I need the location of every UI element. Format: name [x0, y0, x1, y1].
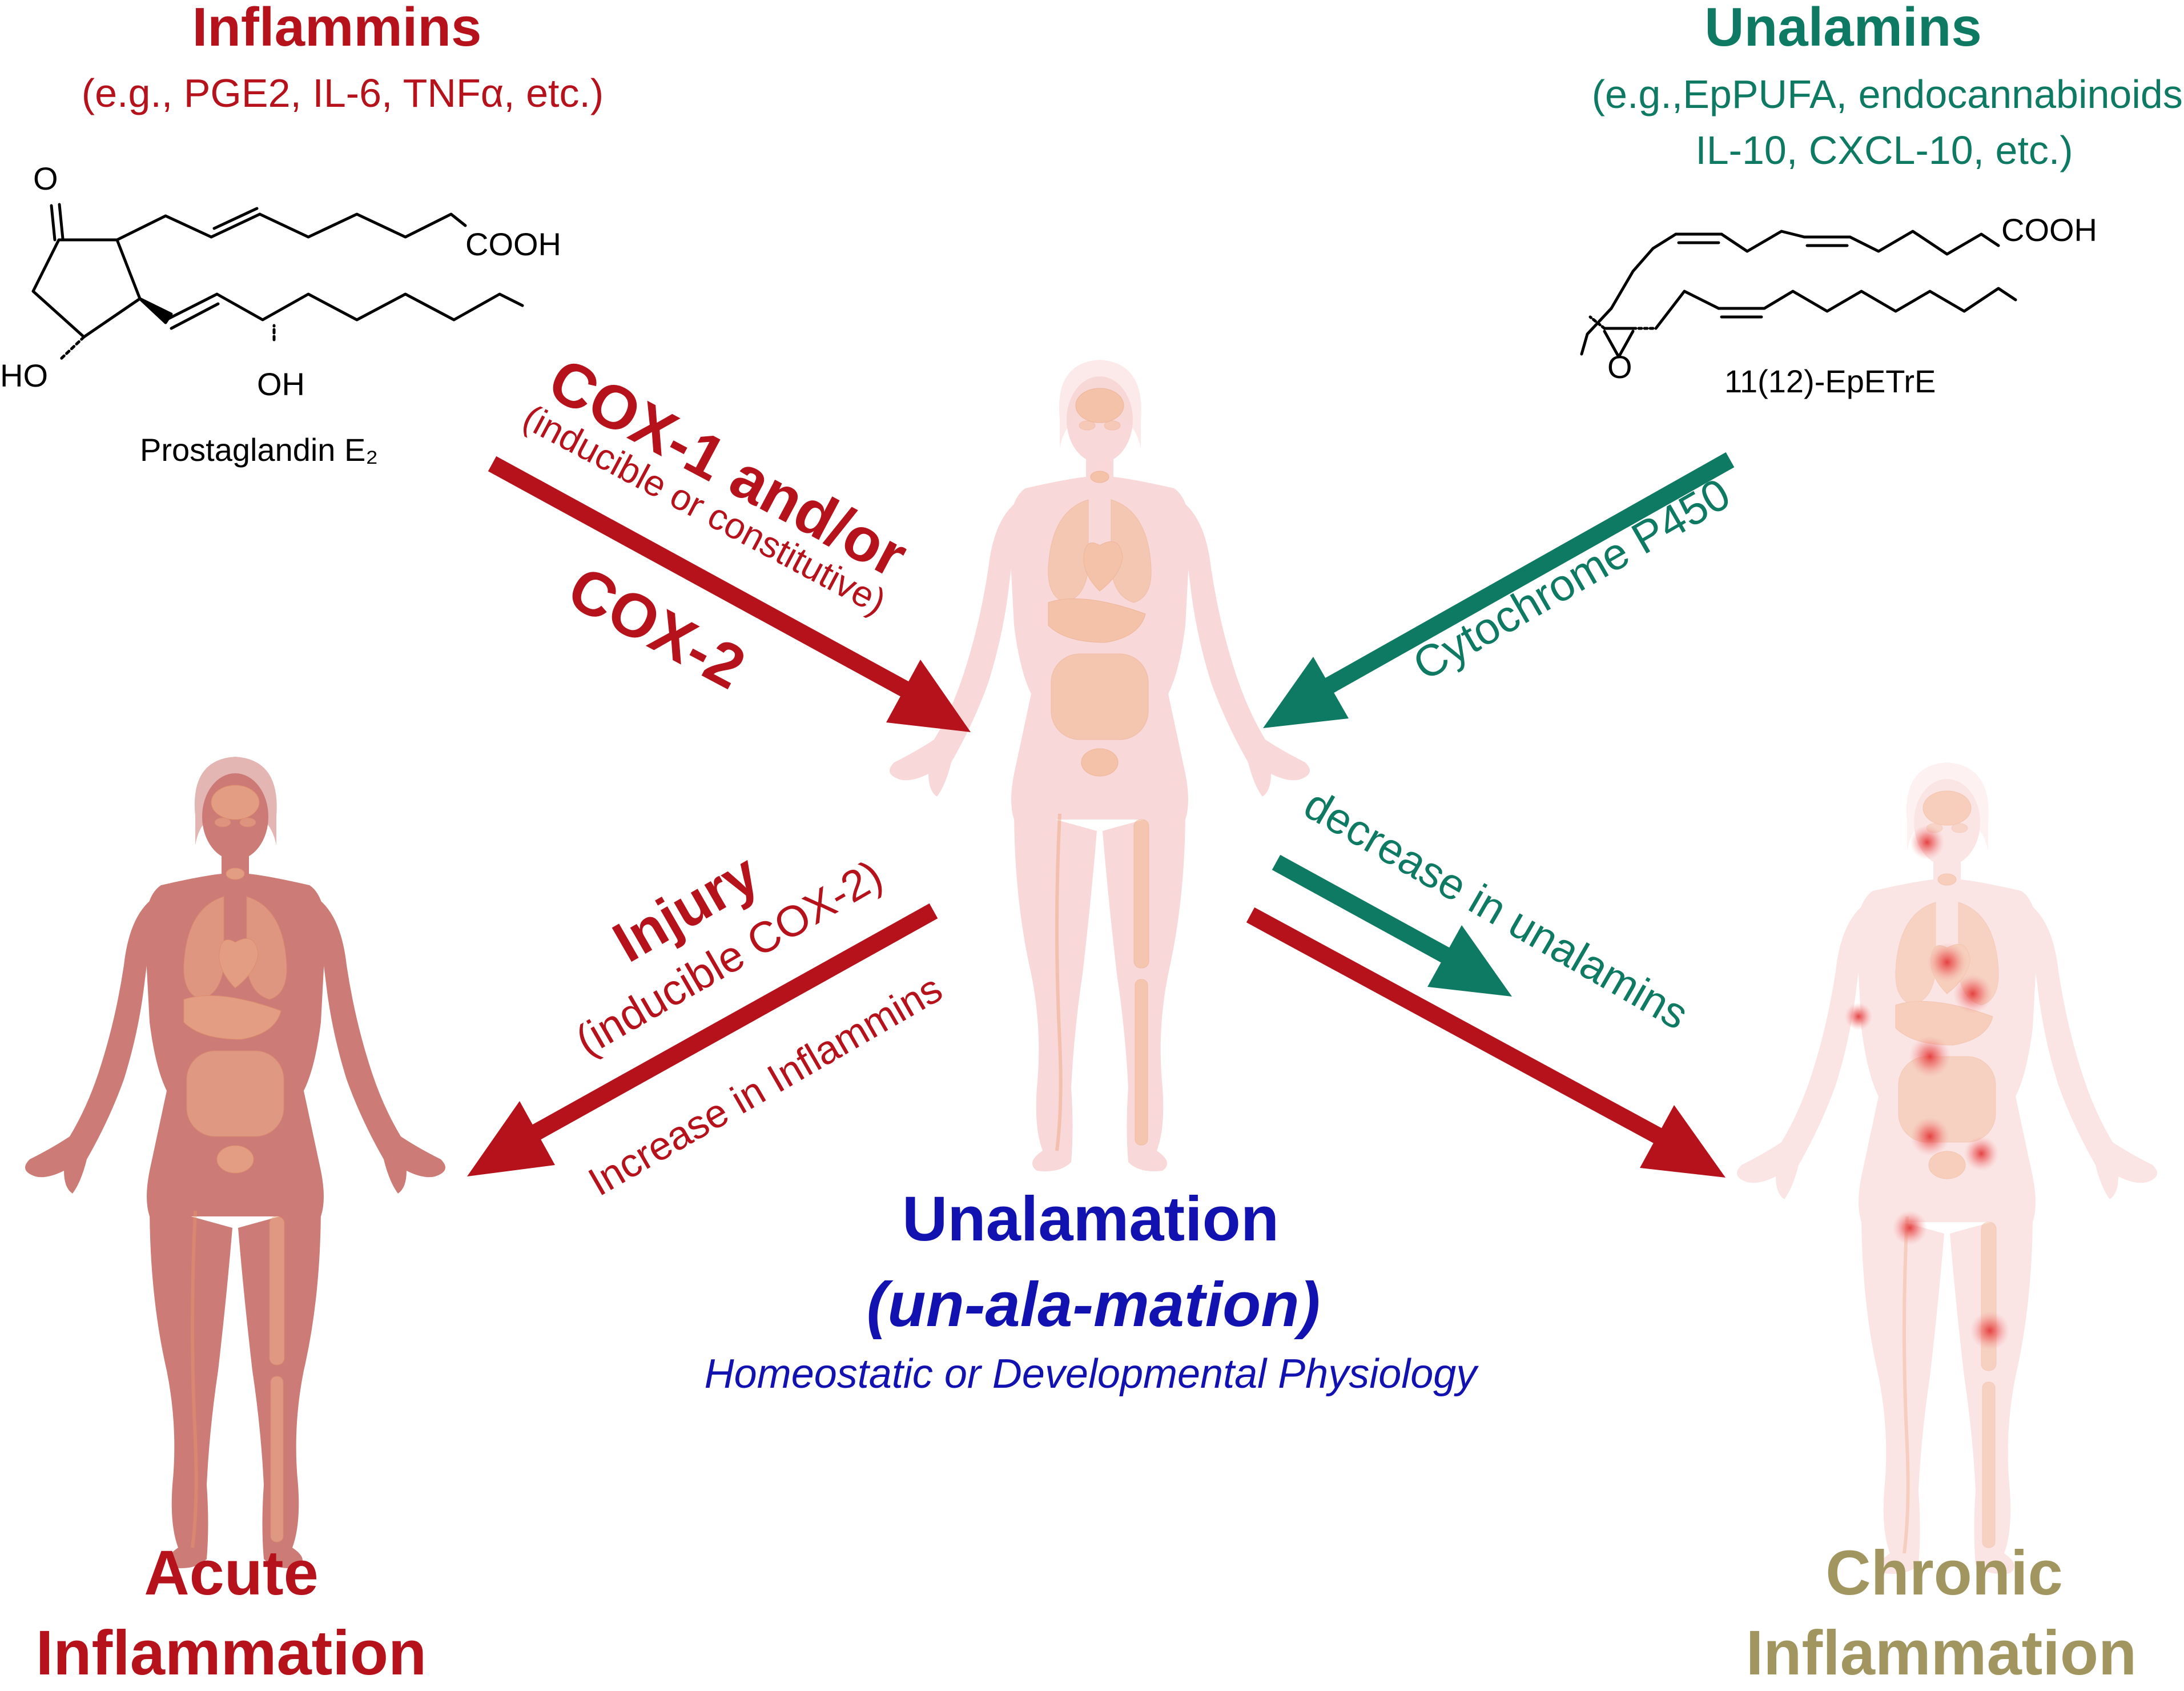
unalamins-examples-line2: IL-10, CXCL-10, etc.)	[1695, 128, 2073, 172]
acute-label-line2: Inflammation	[35, 1618, 427, 1688]
chronic-label-line2: Inflammation	[1745, 1618, 2137, 1688]
prostaglandin-e2-structure	[31, 203, 524, 362]
chronic-body-figure	[1737, 762, 2157, 1574]
inflammation-hotspots	[1845, 825, 2009, 1350]
chronic-arrow	[1246, 907, 1726, 1178]
acute-label-line1: Acute	[144, 1538, 319, 1608]
pge2-name: Prostaglandin E₂	[140, 432, 379, 468]
pge2-hydroxyl-chain: OH	[257, 366, 305, 402]
pge2-acid: COOH	[465, 226, 561, 262]
unalamins-title: Unalamins	[1704, 0, 1982, 58]
unalamation-pronunciation: (un-ala-mation)	[866, 1270, 1321, 1340]
pge2-hydroxyl-ring: HO	[0, 358, 48, 393]
epetre-name: 11(12)-EpETrE	[1724, 363, 1936, 399]
unalamation-subtitle: Homeostatic or Developmental Physiology	[704, 1351, 1477, 1397]
pge2-ketone-o: O	[33, 160, 58, 196]
cyp-arrow	[1263, 452, 1735, 728]
unalamins-examples-line1: (e.g.,EpPUFA, endocannabinoids,	[1591, 72, 2184, 117]
unalamation-title: Unalamation	[902, 1184, 1280, 1254]
epetre-epoxide-o: O	[1607, 349, 1632, 385]
inflammins-examples: (e.g., PGE2, IL-6, TNFα, etc.)	[81, 71, 604, 115]
chronic-label-line1: Chronic	[1825, 1538, 2063, 1608]
acute-body-figure	[25, 757, 445, 1568]
unalamins-decrease-arrow	[1272, 854, 1512, 997]
epetre-acid: COOH	[2001, 212, 2097, 248]
unalamation-body-figure	[890, 360, 1310, 1171]
epetre-structure	[1580, 230, 2017, 359]
injury-arrow	[467, 903, 938, 1176]
inflammins-title: Inflammins	[192, 0, 482, 58]
cox-arrow	[488, 456, 971, 732]
